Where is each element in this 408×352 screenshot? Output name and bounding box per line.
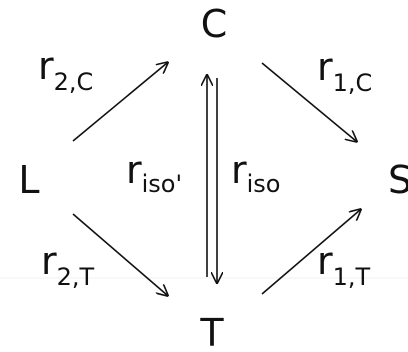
rate-r2c-sub: 2,C xyxy=(54,68,94,96)
node-l: L xyxy=(18,158,39,202)
rate-label-r2t: r2,T xyxy=(41,239,95,291)
rate-label-r1t: r1,T xyxy=(317,239,371,291)
rate-label-r2c: r2,C xyxy=(38,44,93,96)
rate-r1c-main: r xyxy=(317,45,333,89)
node-c: C xyxy=(201,2,228,46)
node-s: S xyxy=(388,158,408,202)
rate-r1c-sub: 1,C xyxy=(333,69,373,97)
rate-riso-prime-main: r xyxy=(126,148,142,192)
svg-text:r1,T: r1,T xyxy=(317,239,371,291)
rate-r1t-sub: 1,T xyxy=(333,263,371,291)
rate-label-riso: riso xyxy=(231,148,280,198)
svg-text:r2,C: r2,C xyxy=(38,44,93,96)
rate-riso-prime-sub: iso' xyxy=(142,170,182,198)
rate-r2c-main: r xyxy=(38,44,54,88)
arrow-l-to-t xyxy=(72,213,167,295)
svg-text:riso': riso' xyxy=(126,148,182,198)
svg-text:r2,T: r2,T xyxy=(41,239,95,291)
rate-r1t-main: r xyxy=(317,239,333,283)
arrow-c-to-s xyxy=(261,62,356,141)
rate-riso-sub: iso xyxy=(247,170,281,198)
rate-r2t-sub: 2,T xyxy=(57,263,95,291)
node-t: T xyxy=(199,311,224,352)
arrow-l-to-c xyxy=(72,63,167,142)
arrow-t-to-s xyxy=(261,210,360,295)
rate-riso-main: r xyxy=(231,148,247,192)
rate-r2t-main: r xyxy=(41,239,57,283)
rate-label-r1c: r1,C xyxy=(317,45,372,97)
svg-text:r1,C: r1,C xyxy=(317,45,372,97)
rate-label-riso-prime: riso' xyxy=(126,148,182,198)
svg-text:riso: riso xyxy=(231,148,280,198)
